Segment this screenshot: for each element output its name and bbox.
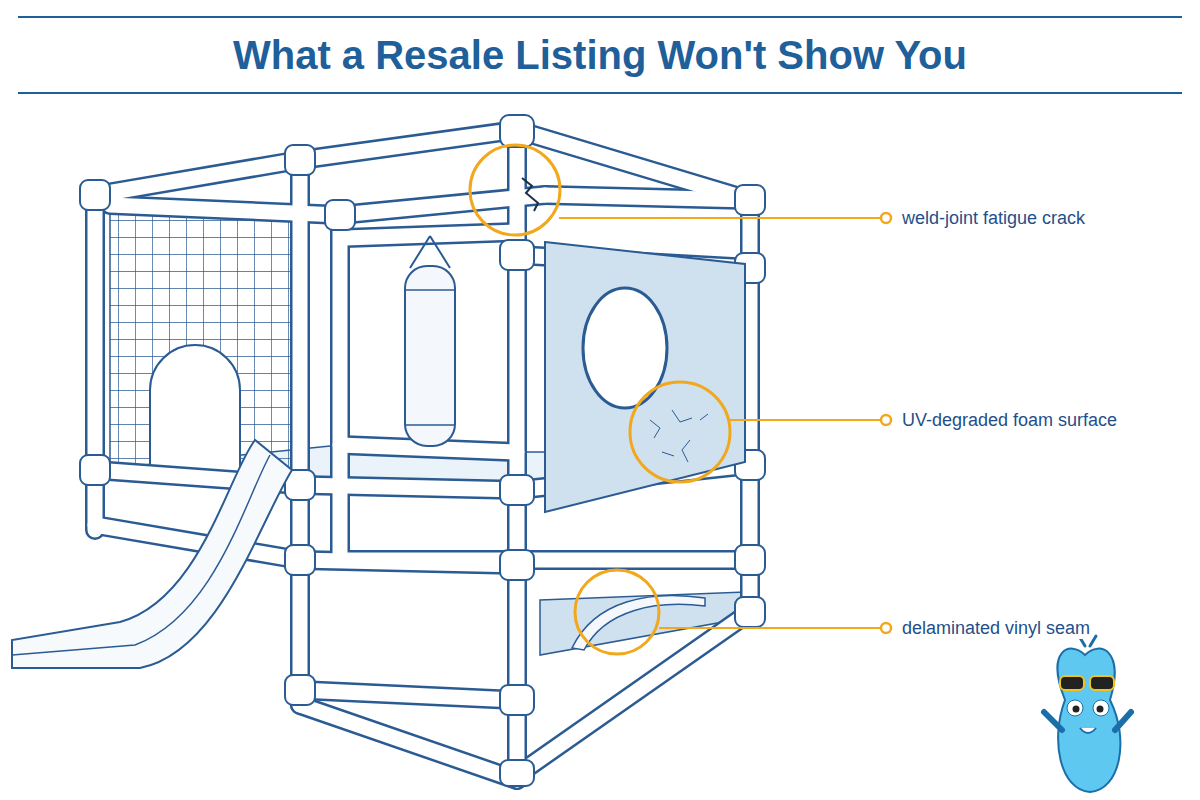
mascot bbox=[1060, 676, 1084, 690]
foam-panel bbox=[545, 242, 745, 512]
callout-markers bbox=[881, 213, 891, 223]
tube-joints bbox=[500, 475, 534, 505]
punching-bag bbox=[405, 289, 455, 291]
tube-joints bbox=[285, 145, 315, 175]
callout-label: delaminated vinyl seam bbox=[900, 618, 1092, 639]
callout-markers bbox=[559, 217, 880, 219]
mascot bbox=[1044, 712, 1131, 730]
tube-joints bbox=[80, 180, 110, 210]
mascot bbox=[1044, 636, 1131, 792]
fatigue-crack bbox=[522, 178, 538, 211]
frame-tubes bbox=[95, 130, 750, 780]
climbing-net bbox=[150, 345, 240, 475]
punching-bag bbox=[405, 424, 455, 426]
callout-label: UV-degraded foam surface bbox=[900, 410, 1119, 431]
header-rules bbox=[18, 92, 1182, 94]
tube-joints bbox=[500, 550, 534, 580]
punching-bag bbox=[410, 236, 450, 268]
frame-tubes bbox=[95, 130, 750, 780]
page-title: What a Resale Listing Won't Show You bbox=[0, 33, 1200, 78]
tube-joints bbox=[325, 200, 355, 230]
mascot bbox=[1073, 706, 1080, 713]
tube-joints bbox=[735, 185, 765, 215]
slide bbox=[12, 440, 292, 668]
tube-joints bbox=[80, 455, 110, 485]
callout-markers bbox=[659, 627, 880, 629]
fatigue-crack bbox=[522, 178, 538, 211]
callout-markers bbox=[575, 570, 659, 654]
tube-joints bbox=[80, 115, 765, 786]
mascot bbox=[1080, 728, 1096, 733]
frame-tubes bbox=[95, 130, 750, 780]
header-rules bbox=[18, 16, 1182, 18]
tube-joints bbox=[735, 597, 765, 627]
punching-bag bbox=[405, 266, 455, 446]
tube-joints bbox=[500, 685, 534, 715]
foam-panel bbox=[545, 242, 745, 512]
mascot bbox=[1093, 700, 1109, 716]
tube-joints bbox=[285, 545, 315, 575]
callout-markers bbox=[470, 145, 891, 654]
callout-markers bbox=[730, 419, 880, 421]
punching-bag bbox=[405, 236, 455, 446]
callout-markers bbox=[881, 623, 891, 633]
slide bbox=[12, 455, 270, 655]
callout-label: weld-joint fatigue crack bbox=[900, 208, 1087, 229]
callout-markers bbox=[881, 415, 891, 425]
slide bbox=[12, 440, 292, 668]
tube-joints bbox=[500, 115, 534, 147]
mascot bbox=[1058, 649, 1121, 792]
mascot bbox=[1097, 706, 1104, 713]
floor-mat bbox=[572, 596, 705, 650]
tube-joints bbox=[285, 675, 315, 705]
climbing-net bbox=[110, 205, 295, 475]
tube-joints bbox=[735, 545, 765, 575]
callout-markers bbox=[470, 145, 560, 235]
mascot bbox=[1067, 700, 1083, 716]
mascot bbox=[1090, 676, 1114, 690]
callout-markers bbox=[630, 382, 730, 482]
tube-joints bbox=[500, 760, 534, 786]
tube-joints bbox=[500, 240, 534, 270]
foam-panel bbox=[650, 410, 708, 462]
